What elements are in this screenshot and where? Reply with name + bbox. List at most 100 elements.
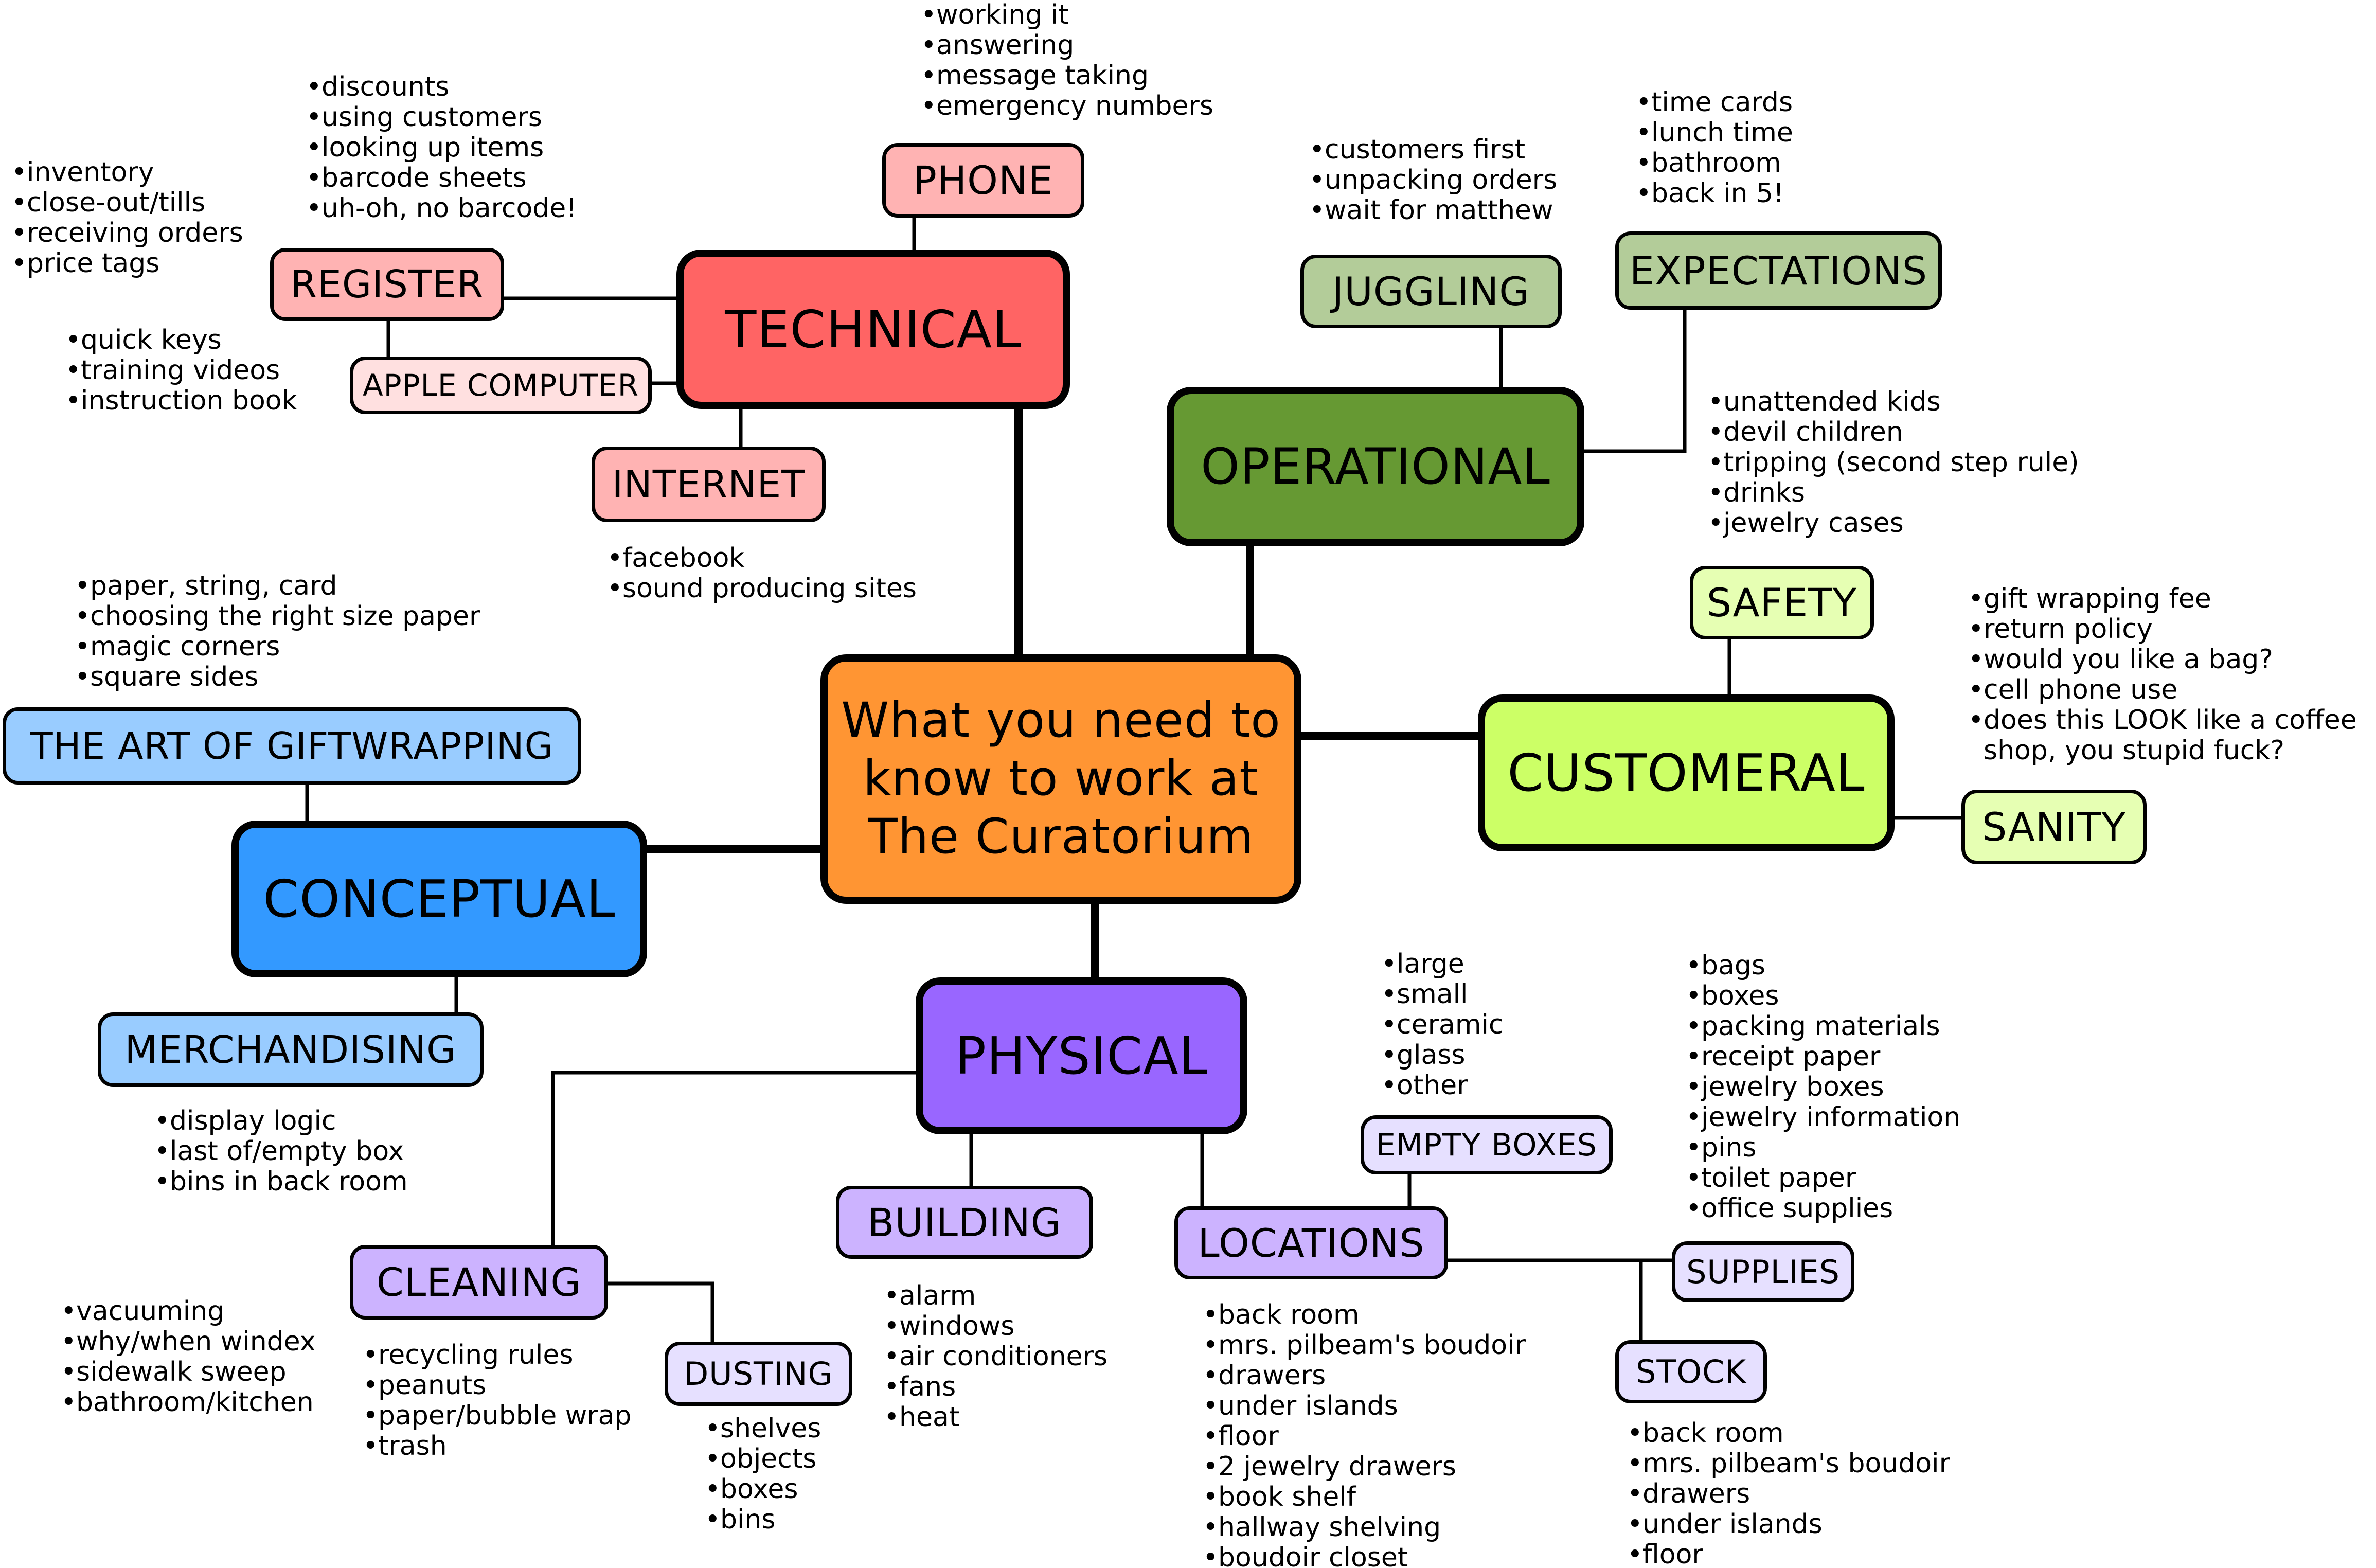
- list-item: receipt paper: [1686, 1042, 1960, 1072]
- list-locations: back room mrs. pilbeam's boudoir drawers…: [1203, 1300, 1526, 1568]
- list-item: training videos: [65, 355, 297, 386]
- subtopic-safety: SAFETY: [1690, 566, 1874, 639]
- list-item: drawers: [1203, 1361, 1526, 1391]
- list-cleaning-bottom: recycling rules peanuts paper/bubble wra…: [363, 1340, 632, 1462]
- subtopic-stock: STOCK: [1615, 1340, 1767, 1403]
- list-item: office supplies: [1686, 1193, 1960, 1224]
- category-technical: TECHNICAL: [676, 250, 1070, 409]
- subtopic-sanity-label: SANITY: [1982, 804, 2126, 850]
- list-item: gift wrapping fee: [1968, 584, 2357, 614]
- list-item: book shelf: [1203, 1482, 1526, 1512]
- list-item: time cards: [1636, 87, 1793, 118]
- center-topic-title: What you need to know to work at The Cur…: [841, 692, 1281, 865]
- list-merchandising: display logic last of/empty box bins in …: [154, 1106, 408, 1197]
- list-item: boudoir closet: [1203, 1543, 1526, 1568]
- list-item: under islands: [1627, 1509, 1950, 1540]
- subtopic-giftwrapping: THE ART OF GIFTWRAPPING: [3, 707, 581, 785]
- list-item: emergency numbers: [921, 91, 1213, 121]
- list-item: devil children: [1708, 417, 2079, 448]
- list-item: 2 jewelry drawers: [1203, 1452, 1526, 1482]
- list-juggling: customers first unpacking orders wait fo…: [1309, 135, 1557, 226]
- subtopic-juggling-label: JUGGLING: [1332, 269, 1530, 314]
- list-item: mrs. pilbeam's boudoir: [1203, 1330, 1526, 1361]
- list-item: mrs. pilbeam's boudoir: [1627, 1449, 1950, 1479]
- subtopic-apple-computer: APPLE COMPUTER: [350, 357, 652, 414]
- subtopic-expectations: EXPECTATIONS: [1615, 231, 1942, 310]
- subtopic-stock-label: STOCK: [1636, 1353, 1746, 1391]
- list-phone: working it answering message taking emer…: [921, 0, 1213, 121]
- list-item: pins: [1686, 1133, 1960, 1163]
- list-item: fans: [884, 1372, 1107, 1402]
- list-building: alarm windows air conditioners fans heat: [884, 1281, 1107, 1433]
- list-item: why/when windex: [61, 1327, 316, 1357]
- list-item: jewelry boxes: [1686, 1072, 1960, 1102]
- list-item: discounts: [306, 72, 577, 102]
- category-conceptual: CONCEPTUAL: [231, 821, 647, 977]
- subtopic-building-label: BUILDING: [867, 1199, 1062, 1245]
- list-item: price tags: [11, 248, 243, 279]
- list-item: unpacking orders: [1309, 165, 1557, 195]
- list-cleaning-left: vacuuming why/when windex sidewalk sweep…: [61, 1296, 316, 1418]
- list-item: jewelry cases: [1708, 508, 2079, 539]
- subtopic-phone: PHONE: [882, 143, 1084, 218]
- list-item: toilet paper: [1686, 1163, 1960, 1193]
- subtopic-locations: LOCATIONS: [1174, 1206, 1448, 1279]
- list-item: recycling rules: [363, 1340, 632, 1370]
- list-item: using customers: [306, 102, 577, 133]
- subtopic-supplies-label: SUPPLIES: [1686, 1253, 1840, 1291]
- category-physical-label: PHYSICAL: [955, 1026, 1208, 1086]
- list-item: back room: [1627, 1418, 1950, 1449]
- category-technical-label: TECHNICAL: [725, 299, 1022, 360]
- list-item: bathroom/kitchen: [61, 1387, 316, 1418]
- list-item: objects: [705, 1444, 821, 1474]
- list-item: bins in back room: [154, 1167, 408, 1197]
- list-item: barcode sheets: [306, 163, 577, 193]
- subtopic-merchandising-label: MERCHANDISING: [124, 1027, 457, 1072]
- list-item: under islands: [1203, 1391, 1526, 1421]
- list-item: windows: [884, 1311, 1107, 1342]
- subtopic-supplies: SUPPLIES: [1672, 1241, 1854, 1302]
- connector-physical-cleaning: [551, 1071, 918, 1247]
- list-supplies: bags boxes packing materials receipt pap…: [1686, 951, 1960, 1224]
- list-item: working it: [921, 0, 1213, 30]
- list-item: instruction book: [65, 386, 297, 416]
- subtopic-empty-boxes: EMPTY BOXES: [1361, 1115, 1613, 1174]
- subtopic-register-label: REGISTER: [290, 262, 484, 307]
- list-expectations-top: time cards lunch time bathroom back in 5…: [1636, 87, 1793, 209]
- list-item: paper, string, card: [75, 571, 480, 601]
- subtopic-internet: INTERNET: [592, 447, 826, 522]
- list-item: bins: [705, 1505, 821, 1535]
- list-item: tripping (second step rule): [1708, 448, 2079, 478]
- list-item: drinks: [1708, 478, 2079, 508]
- subtopic-dusting: DUSTING: [665, 1342, 852, 1406]
- list-item: cell phone use: [1968, 675, 2357, 705]
- subtopic-building: BUILDING: [836, 1186, 1093, 1259]
- subtopic-empty-boxes-label: EMPTY BOXES: [1376, 1127, 1597, 1163]
- subtopic-juggling: JUGGLING: [1300, 255, 1562, 328]
- subtopic-phone-label: PHONE: [913, 157, 1053, 203]
- list-item: message taking: [921, 61, 1213, 91]
- list-internet: facebook sound producing sites: [607, 543, 917, 604]
- list-item: jewelry information: [1686, 1102, 1960, 1133]
- list-item: shelves: [705, 1414, 821, 1444]
- list-item: boxes: [705, 1474, 821, 1505]
- list-item: display logic: [154, 1106, 408, 1136]
- list-item: back in 5!: [1636, 179, 1793, 209]
- list-item: back room: [1203, 1300, 1526, 1330]
- category-operational-label: OPERATIONAL: [1201, 438, 1550, 495]
- connector-operational-expectations: [1582, 307, 1687, 453]
- list-item: bags: [1686, 951, 1960, 981]
- list-item: air conditioners: [884, 1342, 1107, 1372]
- list-item: bathroom: [1636, 148, 1793, 179]
- list-register-top: discounts using customers looking up ite…: [306, 72, 577, 224]
- subtopic-cleaning: CLEANING: [350, 1245, 608, 1320]
- list-item: sound producing sites: [607, 574, 917, 604]
- list-item: vacuuming: [61, 1296, 316, 1327]
- list-customeral: gift wrapping fee return policy would yo…: [1968, 584, 2357, 766]
- list-register-left: inventory close-out/tills receiving orde…: [11, 157, 243, 279]
- subtopic-giftwrapping-label: THE ART OF GIFTWRAPPING: [30, 724, 554, 768]
- category-conceptual-label: CONCEPTUAL: [263, 869, 616, 929]
- list-item: inventory: [11, 157, 243, 188]
